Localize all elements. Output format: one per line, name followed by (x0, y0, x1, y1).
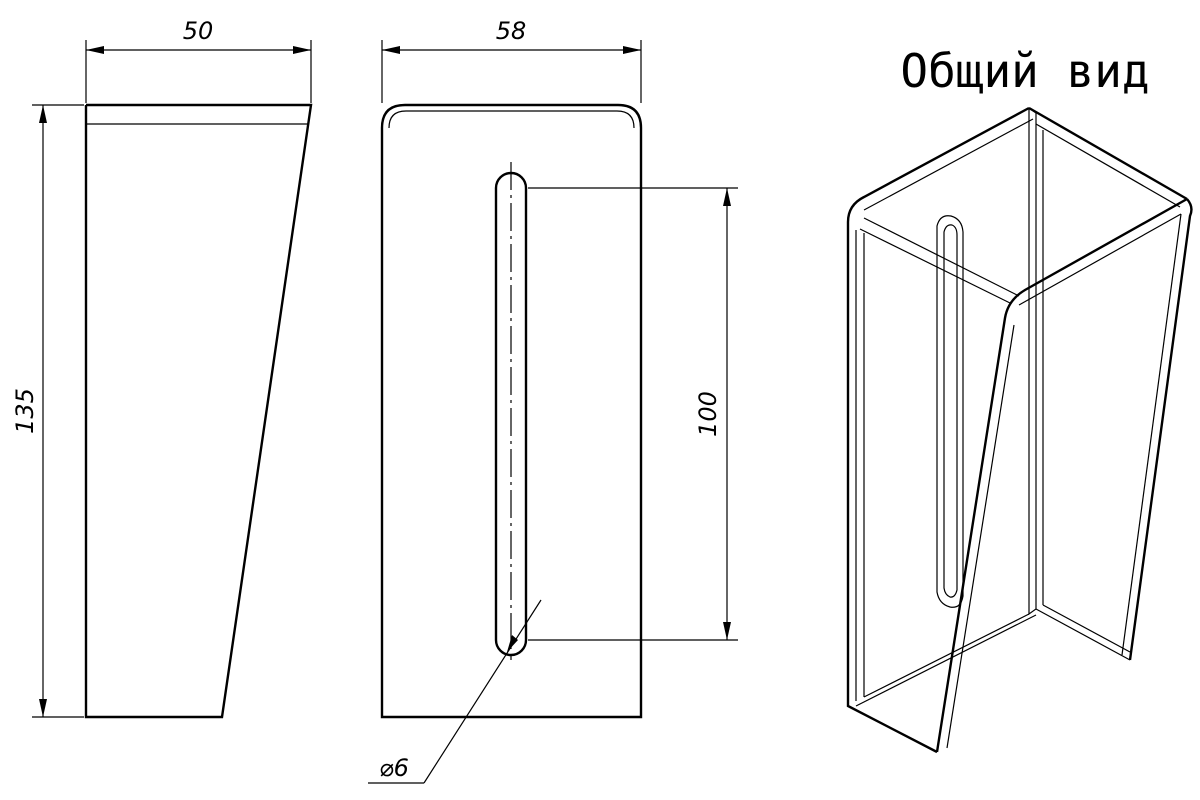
front-width-label: 58 (496, 17, 527, 45)
top-edge-back-inner (1035, 123, 1181, 208)
isometric-slot-inner (943, 224, 958, 598)
height-arrow-bottom (39, 699, 47, 717)
slot-length-arrow-top (723, 188, 731, 206)
front-view: 58 100 ⌀6 (368, 17, 738, 784)
slot-diameter-label: ⌀6 (379, 754, 409, 782)
bottom-edge-left-inner (855, 614, 1037, 707)
bottom-edge-front (847, 705, 938, 753)
front-panel-top-inner (1018, 213, 1182, 306)
side-width-arrow-left (86, 46, 104, 54)
front-panel-inner-edge (946, 324, 1015, 749)
slot-length-label: 100 (694, 391, 722, 437)
top-edge-back (1028, 106, 1188, 201)
slot-length-arrow-bottom (723, 622, 731, 640)
side-width-label: 50 (183, 17, 214, 45)
slot-outline (494, 171, 528, 657)
height-arrow-top (39, 105, 47, 123)
front-panel-outline (935, 197, 1193, 753)
slot-diameter-leader (423, 599, 542, 784)
side-width-arrow-right (293, 46, 311, 54)
front-panel-right-inner (1121, 213, 1182, 656)
slot-diameter-arrow (507, 635, 518, 652)
bottom-edge-back (1035, 608, 1131, 661)
front-width-arrow-right (623, 46, 641, 54)
side-view-outline (84, 103, 313, 719)
back-panel-outline (1028, 107, 1037, 616)
front-view-outline (380, 103, 643, 719)
bottom-edge-back-inner (1042, 604, 1131, 653)
left-panel-top-inner (863, 118, 1034, 211)
front-view-inner-edge (388, 110, 635, 129)
side-view: 50 135 (11, 17, 313, 719)
isometric-view: Общий вид (846, 44, 1193, 754)
isometric-view-title: Общий вид (900, 44, 1149, 98)
top-edge-left-to-right (859, 228, 1011, 304)
isometric-slot-outer (936, 215, 964, 608)
bottom-edge-left (863, 613, 1030, 698)
height-label: 135 (11, 388, 39, 434)
top-edge-left-to-right-inner (863, 217, 1020, 297)
front-width-arrow-left (382, 46, 400, 54)
